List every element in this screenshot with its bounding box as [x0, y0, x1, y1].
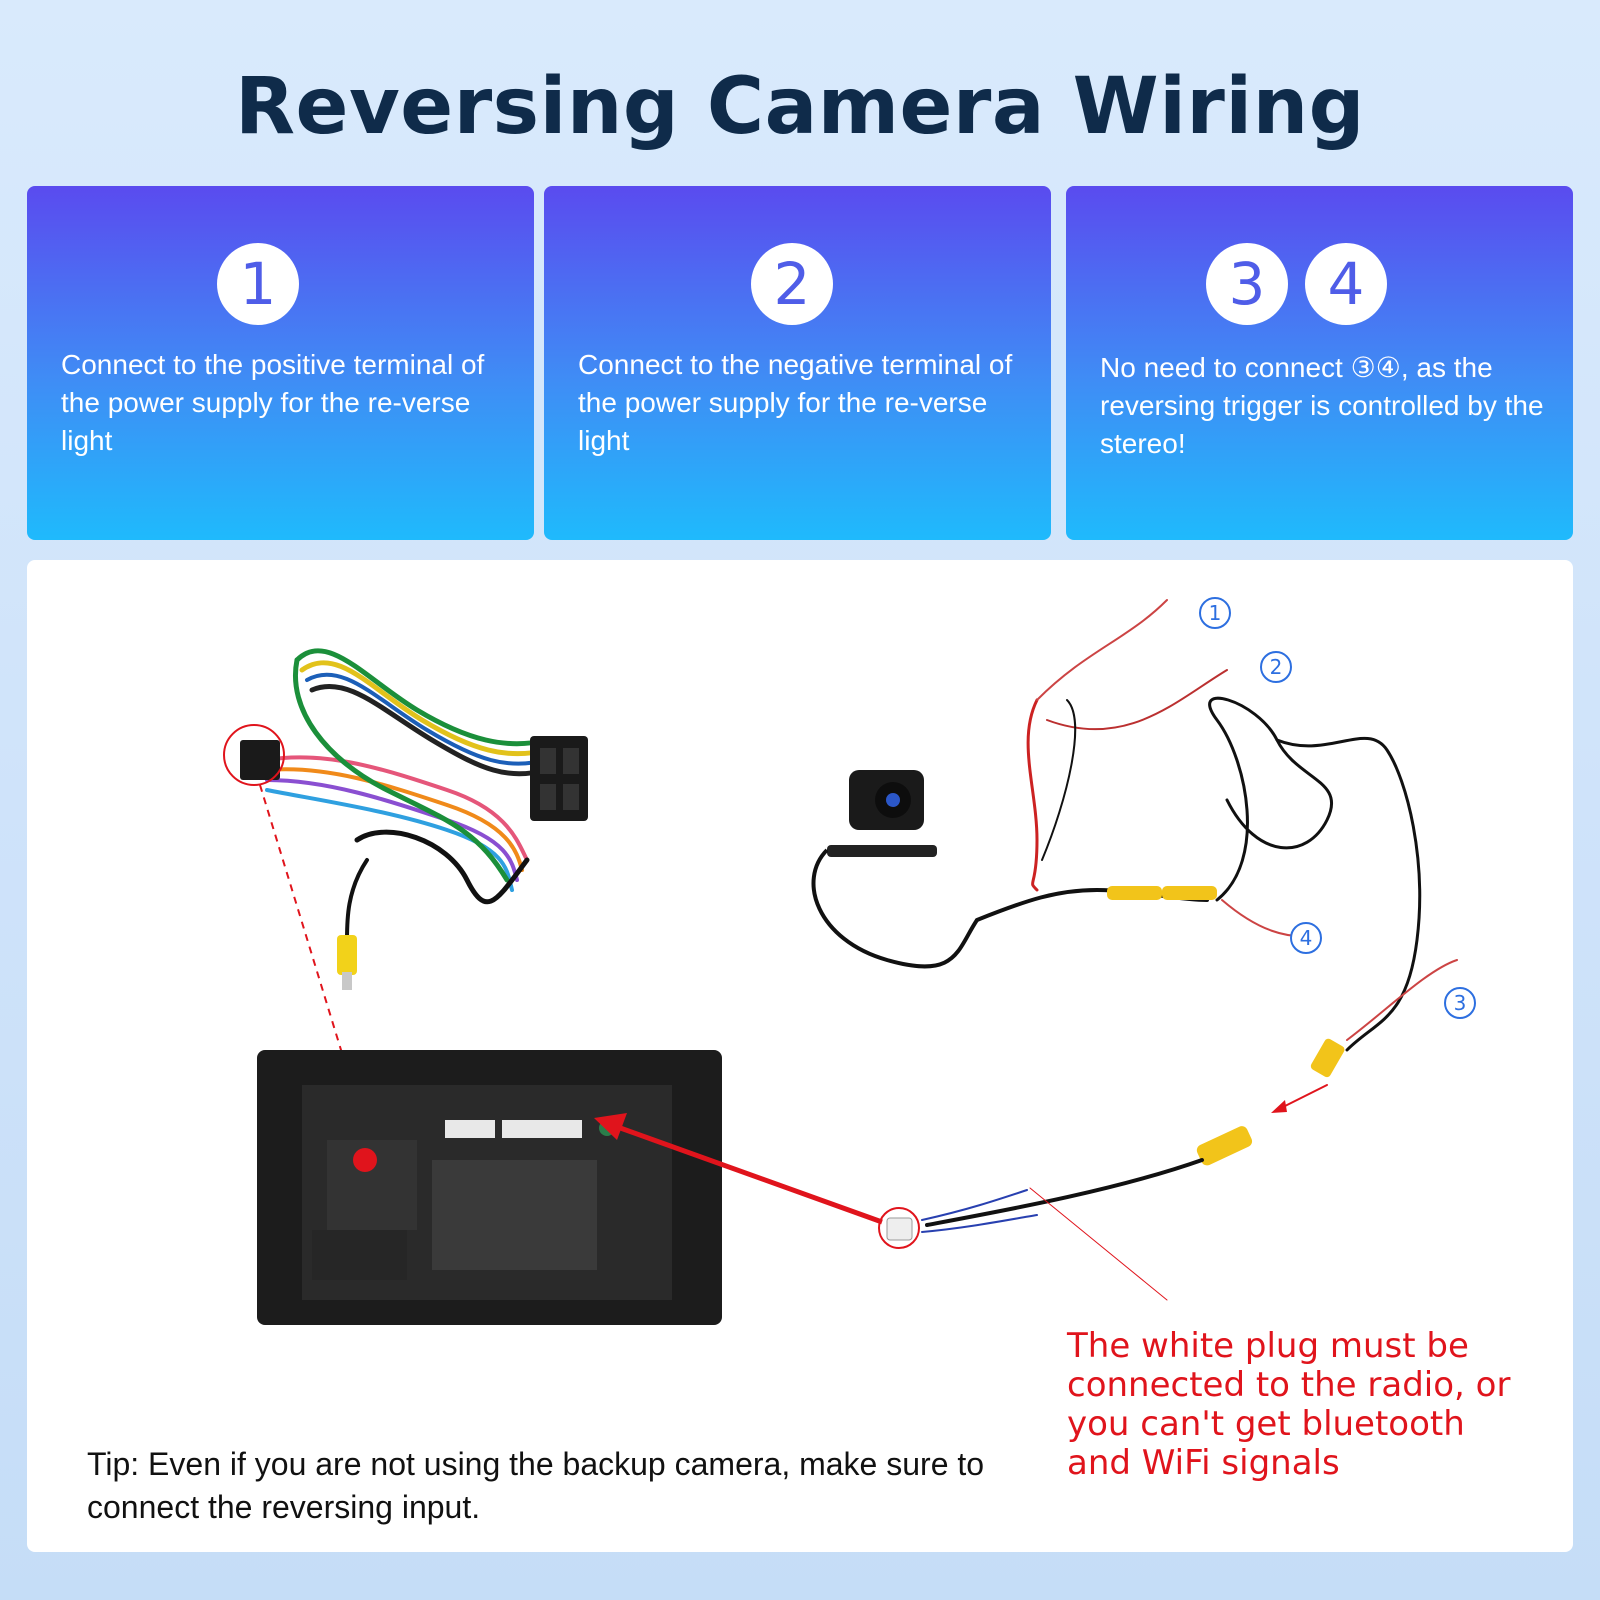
camera-cables [921, 599, 1458, 1301]
connection-arrow [611, 1122, 883, 1225]
reverse-input-port-marker [353, 1148, 377, 1172]
rca-connector-yellow [337, 935, 357, 975]
white-plug-warning: The white plug must be connected to the … [1067, 1326, 1511, 1483]
radio-head-unit [257, 1050, 722, 1325]
step-number-badge: 2 [751, 243, 833, 325]
step-card-2: 2 Connect to the negative terminal of th… [544, 186, 1051, 540]
wire-label-1: 1 [1199, 597, 1231, 629]
white-plug [886, 1217, 913, 1241]
harness-plug-highlight [223, 724, 285, 786]
wire-label-4: 4 [1290, 922, 1322, 954]
backup-camera [811, 770, 979, 969]
step-number-badge: 3 [1206, 243, 1288, 325]
svg-text:4: 4 [1300, 926, 1313, 950]
svg-text:2: 2 [1270, 655, 1283, 679]
step-description: Connect to the positive terminal of the … [61, 349, 485, 456]
wire-harness [265, 648, 550, 942]
step-card-3-4: 3 4 No need to connect ③④, as the revers… [1066, 186, 1573, 540]
wiring-diagram: 1 2 3 4 [223, 597, 1476, 1325]
step-number-badge: 4 [1305, 243, 1387, 325]
reversing-input-tip: Tip: Even if you are not using the backu… [87, 1446, 985, 1525]
step-number-badge: 1 [217, 243, 299, 325]
step-description: Connect to the negative terminal of the … [578, 349, 1013, 456]
harness-plug [240, 740, 280, 780]
page-title: Reversing Camera Wiring [234, 62, 1365, 152]
wire-label-3: 3 [1444, 987, 1476, 1019]
svg-text:3: 3 [1454, 991, 1467, 1015]
harness-connector [530, 736, 588, 821]
step-description: No need to connect ③④, as the reversing … [1100, 352, 1544, 459]
svg-text:1: 1 [1209, 601, 1222, 625]
wire-label-2: 2 [1260, 651, 1292, 683]
step-card-1: 1 Connect to the positive terminal of th… [27, 186, 534, 540]
wiring-diagram-panel: 1 2 3 4 [27, 560, 1573, 1552]
